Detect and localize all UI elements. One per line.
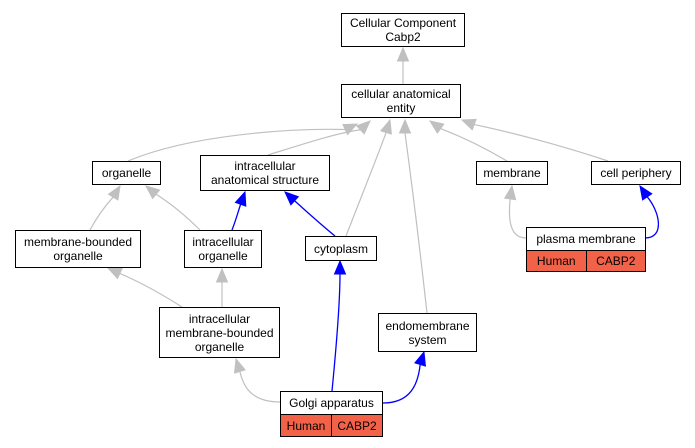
edge-mbo-to-organelle — [89, 196, 114, 231]
annotation-gene-tag[interactable]: CABP2 — [331, 415, 382, 436]
edge-io-to-organelle — [155, 193, 201, 231]
edge-membrane-to-entity — [440, 127, 508, 162]
edge-io-to-ias — [231, 204, 242, 231]
edge-organelle-to-entity — [127, 128, 346, 162]
edge-io-to-ias-arrowhead — [234, 190, 247, 207]
edge-organelle-to-entity-arrowhead — [342, 123, 359, 136]
edge-golgi-to-cytoplasm-arrowhead — [333, 259, 347, 275]
annotation-species-tag[interactable]: Human — [536, 254, 576, 268]
annotation-species-tag[interactable]: Human — [286, 418, 326, 433]
edge-plasma-to-membrane — [508, 198, 527, 239]
edge-membrane-to-entity-arrowhead — [428, 120, 445, 134]
node-membrane[interactable]: membrane — [476, 161, 548, 185]
node-membrane-bounded-organelle[interactable]: membrane-bounded organelle — [15, 230, 141, 268]
edge-golgi-to-endomembrane — [382, 364, 421, 404]
edge-cytoplasm-to-entity-arrowhead — [380, 118, 392, 135]
edge-cytoplasm-to-entity — [345, 132, 387, 237]
plasma-membrane-annotations: Human CABP2 — [526, 251, 646, 272]
edge-ias-to-entity — [267, 129, 361, 156]
edge-io-to-organelle-arrowhead — [145, 185, 161, 200]
node-cell-periphery[interactable]: cell periphery — [591, 161, 681, 185]
node-plasma-membrane[interactable]: plasma membrane — [526, 227, 646, 251]
node-intracellular-organelle[interactable]: intracellular organelle — [184, 230, 262, 268]
edge-periphery-to-entity — [474, 123, 609, 162]
edge-cytoplasm-to-ias — [294, 200, 336, 237]
edge-golgi-to-imbo — [239, 371, 281, 403]
node-endomembrane-system[interactable]: endomembrane system — [378, 313, 477, 352]
edge-ias-to-entity-arrowhead — [355, 120, 371, 135]
edge-periphery-to-entity-arrowhead — [460, 118, 477, 131]
edge-cytoplasm-to-ias-arrowhead — [284, 191, 300, 206]
node-cellular-component-cabp2[interactable]: Cellular Component Cabp2 — [341, 13, 465, 47]
node-golgi-apparatus[interactable]: Golgi apparatus — [280, 391, 383, 415]
node-intracellular-anatomical-structure[interactable]: intracellular anatomical structure — [200, 155, 330, 191]
node-cytoplasm[interactable]: cytoplasm — [305, 236, 377, 261]
edge-endomembrane-to-entity-arrowhead — [398, 118, 412, 134]
node-cellular-anatomical-entity[interactable]: cellular anatomical entity — [341, 84, 461, 118]
edge-mbo-to-organelle-arrowhead — [107, 184, 121, 201]
edge-golgi-to-endomembrane-arrowhead — [414, 350, 427, 367]
edge-golgi-to-imbo-arrowhead — [233, 357, 246, 374]
edge-entity-to-cc-arrowhead — [396, 46, 410, 62]
edge-golgi-to-cytoplasm — [331, 273, 341, 392]
edge-endomembrane-to-entity — [404, 132, 428, 314]
edge-plasma-to-membrane-arrowhead — [503, 184, 517, 201]
node-intracellular-membrane-bounded-organelle[interactable]: intracellular membrane-bounded organelle — [159, 307, 280, 358]
golgi-apparatus-annotations: Human CABP2 — [280, 415, 383, 437]
edge-plasma-to-periphery — [644, 196, 660, 239]
edge-imbo-to-mbo-arrowhead — [106, 267, 123, 280]
annotation-gene-tag[interactable]: CABP2 — [585, 251, 646, 271]
edge-imbo-to-mbo — [119, 272, 183, 308]
edge-imbo-to-io-arrowhead — [215, 267, 229, 283]
node-organelle[interactable]: organelle — [92, 161, 161, 185]
edge-plasma-to-periphery-arrowhead — [639, 184, 653, 201]
